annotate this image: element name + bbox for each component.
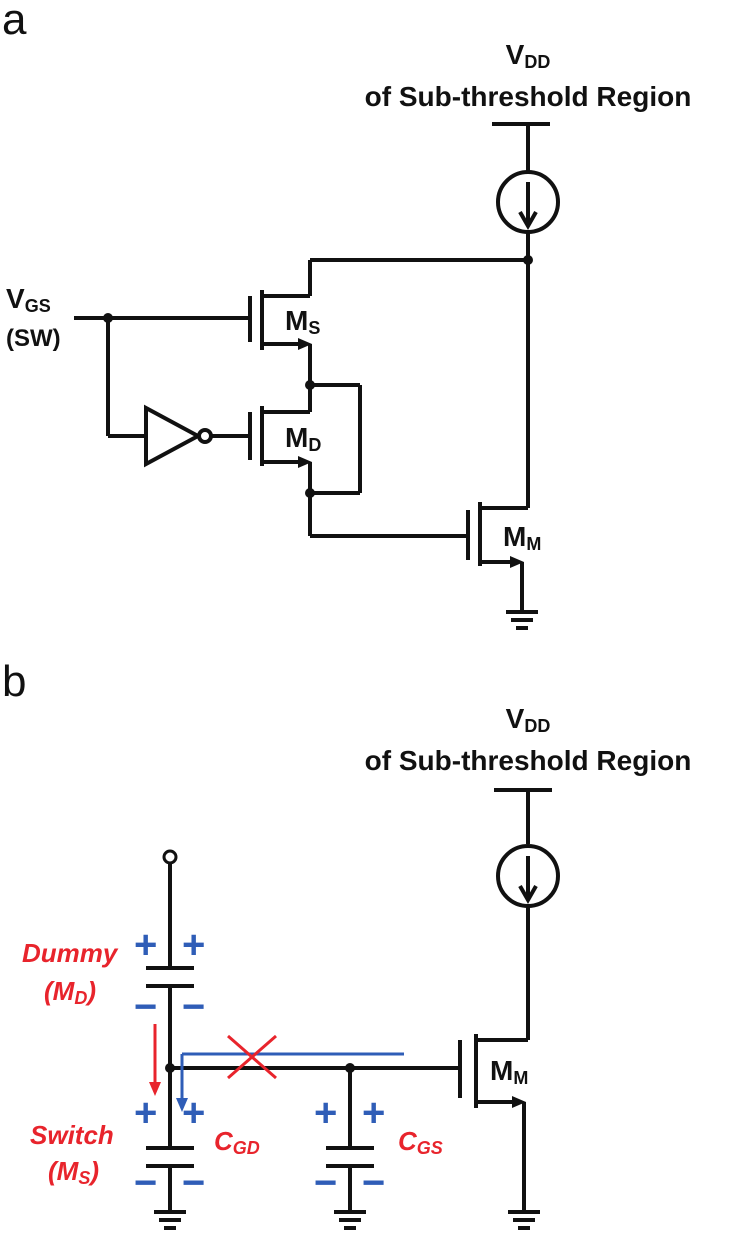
panel-a-vdd-label: VDD [506,39,551,72]
panel-a-mm-transistor [308,493,528,612]
panel-b-switch-minus-right: − [182,1161,205,1205]
panel-a: a VDD of Sub-threshold Region [2,0,692,630]
panel-a-ms-arrow [298,338,312,350]
panel-a-input-node [103,313,113,323]
panel-b-cgs-plus-left: + [314,1091,337,1135]
panel-b: b VDD of Sub-threshold Region MM [2,657,692,1230]
panel-a-inverter [144,404,213,468]
panel-a-letter: a [2,0,27,44]
panel-b-vdd-region-label: of Sub-threshold Region [365,745,692,776]
panel-a-mm-arrow [510,556,524,568]
panel-b-node-gate-left [165,1063,175,1073]
panel-b-mm-label: MM [490,1055,528,1088]
panel-b-cgs-label: CGS [398,1126,443,1158]
panel-b-mm-arrow [512,1096,526,1108]
panel-b-dummy-plus-left: + [134,923,157,967]
panel-b-vdd-label: VDD [506,703,551,736]
panel-b-dummy-plus-right: + [182,923,205,967]
panel-a-ms-transistor [248,258,528,385]
panel-a-mm-label: MM [503,521,541,554]
panel-b-left-ground-icon [154,1210,186,1230]
panel-a-md-label: MD [285,422,321,455]
panel-b-red-arrow [149,1082,161,1096]
panel-a-ms-label: MS [285,305,320,338]
panel-b-cgs-ground-icon [334,1210,366,1230]
panel-b-cgs-minus-right: − [362,1161,385,1205]
panel-b-dummy-label: Dummy [22,938,119,968]
panel-b-switch-plus-left: + [134,1091,157,1135]
panel-b-switch-minus-left: − [134,1161,157,1205]
panel-b-blue-arrow [176,1098,188,1112]
panel-b-switch-label: Switch [30,1120,114,1150]
panel-a-md-arrow [298,456,312,468]
panel-b-switch-sub-label: (MS) [48,1156,99,1188]
panel-b-letter: b [2,657,26,706]
panel-b-left-branch [146,863,194,1212]
panel-b-cgs-capacitor [326,1068,374,1212]
panel-a-current-source [492,122,560,508]
panel-a-vdd-region-label: of Sub-threshold Region [365,81,692,112]
panel-a-ground-icon [506,610,538,630]
panel-b-cgd-label: CGD [214,1126,260,1158]
panel-b-switch-plus-right: + [182,1091,205,1135]
panel-b-mm-ground-icon [508,1210,540,1230]
panel-b-dummy-minus-right: − [182,985,205,1029]
panel-b-dummy-sub-label: (MD) [44,976,96,1008]
panel-a-vgs-label: VGS [6,283,51,316]
panel-b-current-source [476,788,560,1042]
panel-a-vgs-sw-label: (SW) [6,325,61,352]
panel-b-cgs-plus-right: + [362,1091,385,1135]
panel-b-blue-charge-path [180,1052,404,1100]
panel-b-blocked-x-icon [227,1034,277,1080]
panel-b-terminal [162,849,178,865]
panel-b-cgs-minus-left: − [314,1161,337,1205]
panel-b-dummy-minus-left: − [134,985,157,1029]
